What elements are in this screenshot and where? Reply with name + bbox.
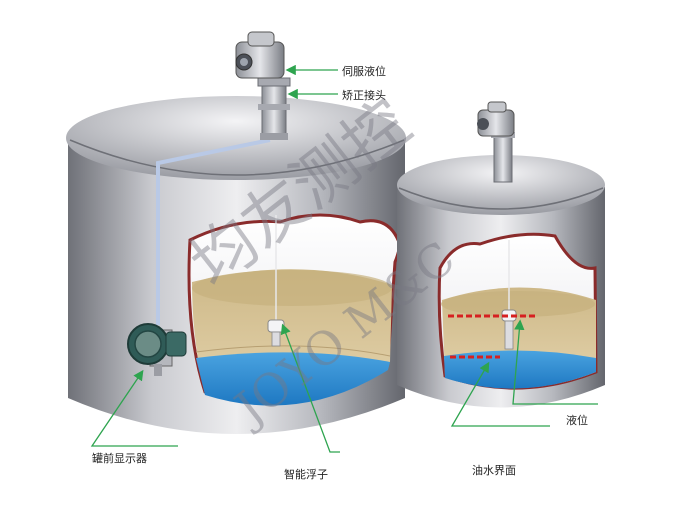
right-servo-gauge (477, 101, 515, 183)
label-smart-float: 智能浮子 (284, 468, 328, 481)
tank-front-display (127, 323, 187, 376)
label-liquid-level: 液位 (566, 414, 588, 427)
label-servo-level: 伺服液位 (342, 65, 386, 78)
servo-level-gauge (235, 31, 291, 140)
left-tank-water-layer (196, 352, 390, 406)
left-tank (66, 96, 406, 434)
label-correction-joint: 矫正接头 (342, 89, 386, 102)
pointer-oil-water-interface (450, 361, 550, 427)
pointer-smart-float (280, 323, 340, 453)
left-smart-float (267, 319, 285, 333)
right-tank-roof (397, 155, 605, 215)
label-tank-front-display: 罐前显示器 (92, 452, 147, 465)
left-tank-conduit (156, 138, 271, 325)
right-tank (397, 155, 605, 408)
left-tank-roof (66, 96, 406, 180)
pointer-tank-display (90, 369, 178, 447)
right-tank-water-layer (444, 350, 596, 389)
label-oil-water-interface: 油水界面 (472, 464, 516, 477)
pointer-lines (90, 64, 598, 453)
pointer-liquid-level (512, 319, 598, 405)
